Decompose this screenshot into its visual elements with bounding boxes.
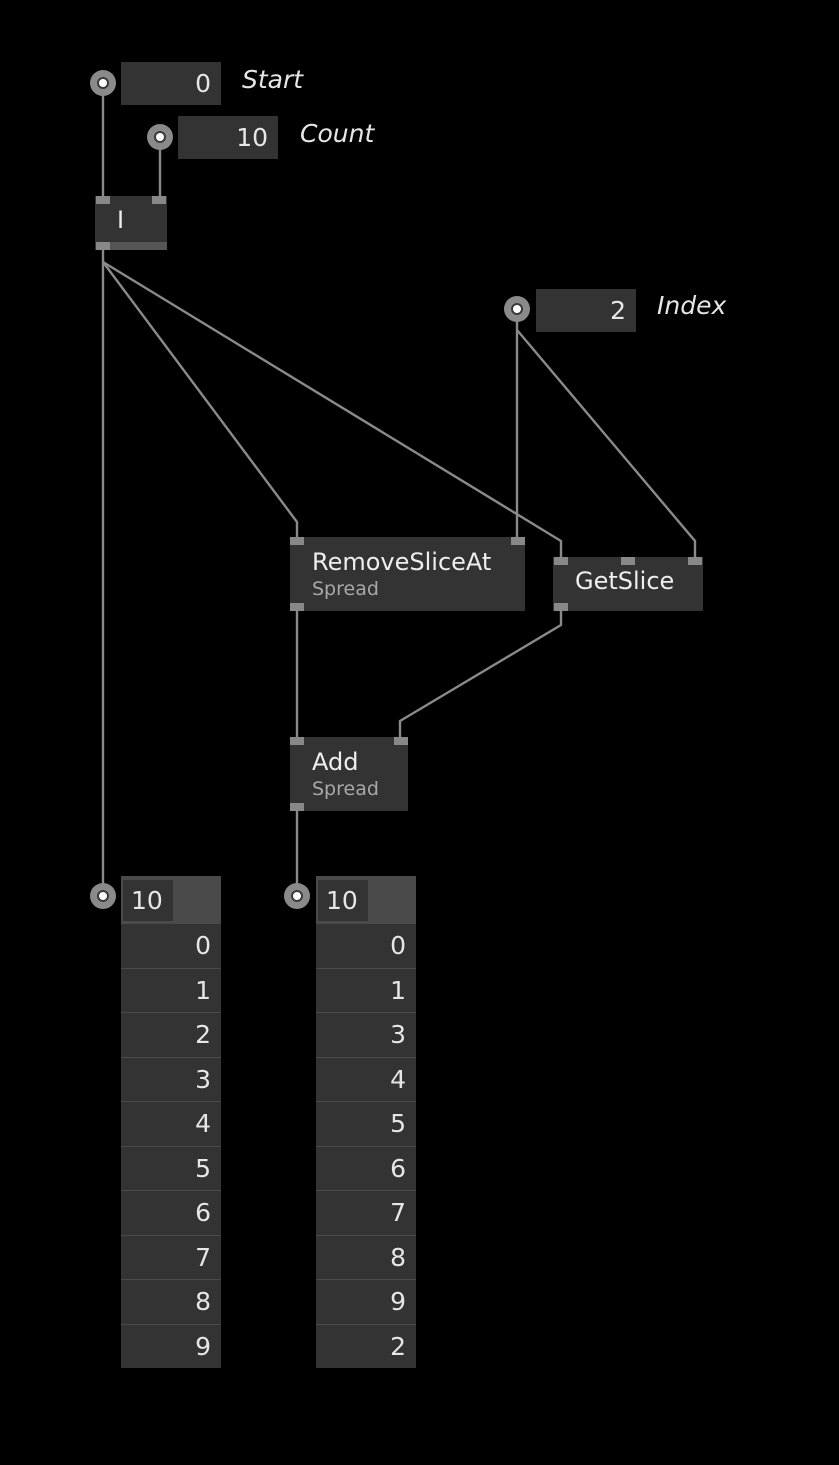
left-output-count-row[interactable]: 10 [121,876,221,923]
spread-cell[interactable]: 3 [121,1056,221,1102]
node-getslice[interactable]: GetSlice [553,557,703,611]
spread-cell[interactable]: 2 [121,1012,221,1057]
node-i[interactable]: I [95,196,167,250]
spread-cell[interactable]: 4 [121,1101,221,1146]
getslice-input-pin-bin[interactable] [621,557,635,565]
wire-i-to-getslice [102,260,563,557]
node-i-output-pin[interactable] [96,242,110,250]
spread-cell[interactable]: 6 [316,1145,416,1191]
add-subtitle: Spread [312,778,379,800]
spread-cell[interactable]: 4 [316,1056,416,1102]
right-output-count-row[interactable]: 10 [316,876,416,923]
wire-index-to-getslice [516,329,697,557]
right-output-spread[interactable]: 10 0 1 3 4 5 6 7 8 9 2 [316,876,416,1368]
spread-cell[interactable]: 3 [316,1012,416,1057]
count-label: Count [300,119,375,148]
node-i-title: I [117,206,125,234]
removesliceat-subtitle: Spread [312,578,379,600]
spread-cell[interactable]: 2 [316,1323,416,1369]
spread-cell[interactable]: 9 [316,1279,416,1324]
spread-cell[interactable]: 0 [316,923,416,968]
add-input-pin-2[interactable] [394,737,408,745]
spread-cell[interactable]: 5 [316,1101,416,1146]
index-iobox-pin-icon[interactable] [504,296,530,322]
index-label: Index [657,291,727,320]
node-i-input-pin-count[interactable] [152,196,166,204]
add-input-pin-1[interactable] [290,737,304,745]
node-removesliceat[interactable]: RemoveSliceAt Spread [290,537,525,611]
node-i-output-bar [110,242,167,250]
start-value: 0 [195,69,211,98]
spread-cell[interactable]: 9 [121,1323,221,1369]
removesliceat-output-pin[interactable] [290,603,304,611]
start-label: Start [242,65,304,94]
left-output-pin-icon[interactable] [90,883,116,909]
spread-cell[interactable]: 8 [121,1279,221,1324]
left-output-count[interactable]: 10 [123,880,173,921]
add-title: Add [312,748,359,776]
spread-cell[interactable]: 0 [121,923,221,968]
spread-cell[interactable]: 5 [121,1145,221,1191]
count-iobox-pin-icon[interactable] [147,124,173,150]
start-iobox-pin-icon[interactable] [90,70,116,96]
index-value-box[interactable]: 2 [536,289,636,332]
spread-cell[interactable]: 7 [316,1190,416,1235]
spread-cell[interactable]: 6 [121,1190,221,1235]
node-add[interactable]: Add Spread [290,737,408,811]
spread-cell[interactable]: 1 [121,967,221,1013]
spread-cell[interactable]: 8 [316,1234,416,1280]
spread-cell[interactable]: 1 [316,967,416,1013]
node-i-input-pin-start[interactable] [96,196,110,204]
getslice-output-pin[interactable] [554,603,568,611]
right-output-count[interactable]: 10 [318,880,368,921]
count-value: 10 [236,123,268,152]
left-output-spread[interactable]: 10 0 1 2 3 4 5 6 7 8 9 [121,876,221,1368]
count-value-box[interactable]: 10 [178,116,278,159]
removesliceat-input-pin-spread[interactable] [290,537,304,545]
getslice-input-pin-index[interactable] [688,557,702,565]
index-value: 2 [610,296,626,325]
getslice-title: GetSlice [575,567,675,595]
spread-cell[interactable]: 7 [121,1234,221,1280]
removesliceat-input-pin-index[interactable] [511,537,525,545]
wire-getslice-to-add [398,609,563,741]
start-value-box[interactable]: 0 [121,62,221,105]
right-output-pin-icon[interactable] [284,883,310,909]
wire-i-to-removesliceat [102,261,299,541]
add-output-pin[interactable] [290,803,304,811]
getslice-input-pin-spread[interactable] [554,557,568,565]
removesliceat-title: RemoveSliceAt [312,548,492,576]
